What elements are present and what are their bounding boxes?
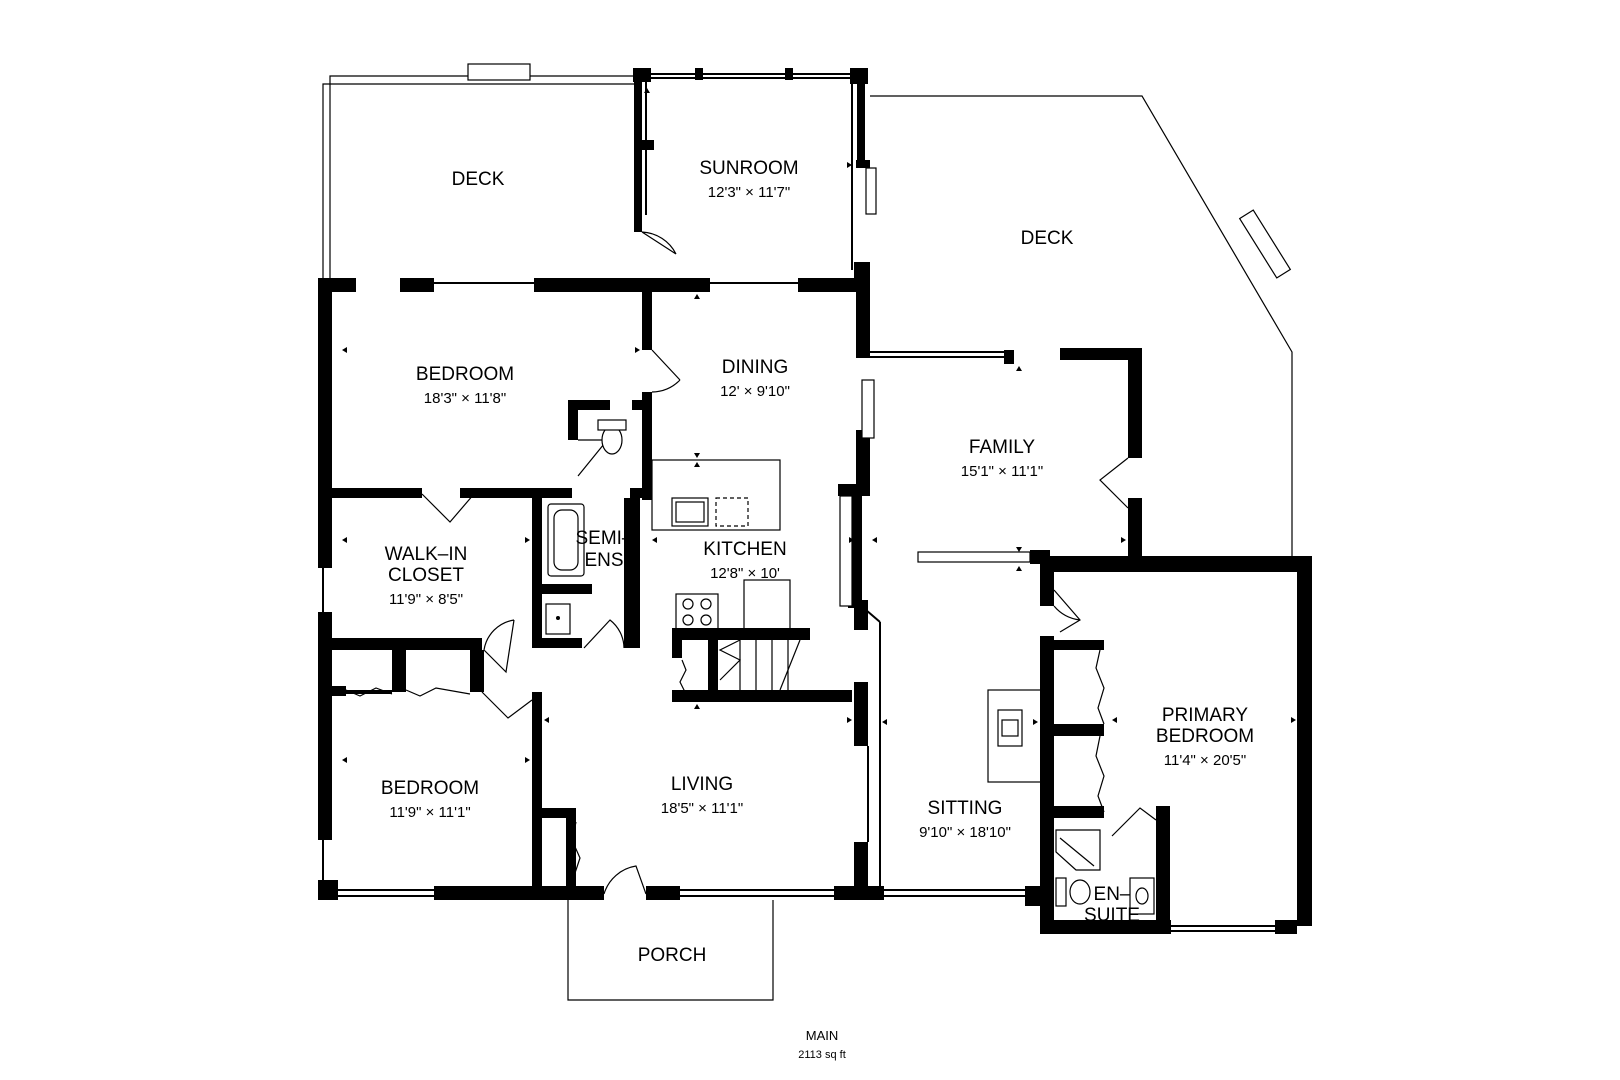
family-dims: 15'1" × 11'1" bbox=[961, 463, 1043, 480]
porch-outline bbox=[567, 900, 774, 1001]
primary-label-line2: BEDROOM bbox=[1156, 726, 1254, 747]
semiens-label-line1: SEMI– bbox=[575, 528, 632, 549]
deck-right-label: DECK bbox=[1021, 228, 1074, 249]
bedroom-top-dims: 18'3" × 11'8" bbox=[424, 390, 506, 407]
north-walls bbox=[318, 262, 870, 292]
floor-area: 2113 sq ft bbox=[798, 1049, 846, 1061]
porch-label: PORCH bbox=[638, 945, 707, 966]
west-walls bbox=[318, 278, 338, 900]
dining-dims: 12' × 9'10" bbox=[720, 383, 790, 400]
kitchen-dims: 12'8" × 10' bbox=[710, 565, 780, 582]
ensuite-label-line2: SUITE bbox=[1084, 905, 1140, 926]
sitting-dims: 9'10" × 18'10" bbox=[919, 824, 1011, 841]
walkin-label-line1: WALK–IN bbox=[385, 544, 468, 565]
bedroom-bottom-label: BEDROOM bbox=[381, 778, 479, 799]
sunroom-label: SUNROOM bbox=[699, 158, 798, 179]
south-walls bbox=[338, 865, 1297, 934]
living-label: LIVING bbox=[671, 774, 733, 795]
central-walls bbox=[838, 262, 881, 890]
deck-right-outline bbox=[870, 95, 1293, 556]
primary-label-line1: PRIMARY bbox=[1162, 705, 1249, 726]
ensuite-label-line1: EN– bbox=[1094, 884, 1131, 905]
semiens-label-line2: ENS bbox=[584, 550, 623, 571]
walkin-dims: 11'9" × 8'5" bbox=[389, 591, 463, 608]
dining-label: DINING bbox=[722, 357, 789, 378]
sunroom-walls bbox=[633, 68, 877, 270]
sitting-label: SITTING bbox=[928, 798, 1003, 819]
bedroom-top-label: BEDROOM bbox=[416, 364, 514, 385]
primary-dims: 11'4" × 20'5" bbox=[1164, 752, 1246, 769]
sunroom-dims: 12'3" × 11'7" bbox=[708, 184, 790, 201]
bedroom-bottom-dims: 11'9" × 11'1" bbox=[389, 804, 470, 821]
bedroom-top-walls bbox=[332, 292, 681, 523]
family-label: FAMILY bbox=[969, 437, 1035, 458]
deck-left-outline bbox=[322, 63, 640, 280]
semi-ensuite-walls bbox=[532, 400, 652, 649]
living-dims: 18'5" × 11'1" bbox=[661, 800, 743, 817]
kitchen-fixtures bbox=[651, 459, 852, 702]
deck-left-label: DECK bbox=[452, 169, 505, 190]
primary-walls bbox=[1040, 564, 1170, 934]
walkin-walls bbox=[332, 619, 581, 892]
family-walls bbox=[870, 348, 1312, 926]
walkin-label-line2: CLOSET bbox=[388, 565, 464, 586]
dimension-markers bbox=[342, 88, 1303, 763]
floor-name: MAIN bbox=[806, 1028, 839, 1043]
kitchen-label: KITCHEN bbox=[703, 539, 786, 560]
sitting-fixtures bbox=[987, 689, 1045, 783]
